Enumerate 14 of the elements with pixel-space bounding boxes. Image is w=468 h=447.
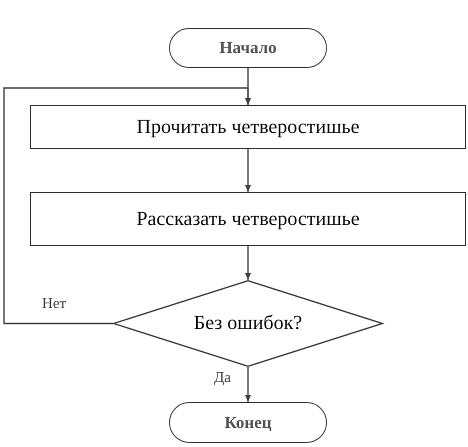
arrow bbox=[3, 87, 251, 324]
process-box bbox=[30, 192, 466, 246]
arrow bbox=[245, 367, 251, 402]
edge-label: Да bbox=[212, 371, 233, 386]
process-box bbox=[30, 105, 466, 149]
arrow bbox=[245, 149, 251, 192]
arrow bbox=[245, 246, 251, 280]
terminal-box bbox=[169, 402, 327, 443]
decision-text: Без ошибок? bbox=[194, 311, 302, 336]
process-text: Рассказать четверостишье bbox=[136, 206, 360, 232]
terminal-text: Конец bbox=[224, 412, 272, 434]
terminal-box bbox=[169, 28, 327, 68]
terminal-text: Начало bbox=[219, 37, 277, 59]
process-text: Прочитать четверостишье bbox=[136, 114, 360, 140]
